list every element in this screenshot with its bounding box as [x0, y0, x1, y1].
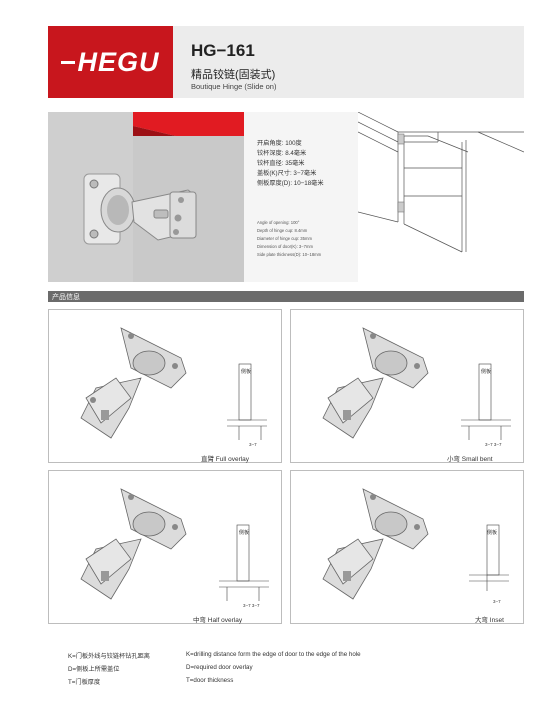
product-photo — [48, 112, 244, 282]
overlay-dimension-drawing — [469, 524, 509, 591]
panel-caption: 直臂 Full overlay — [201, 456, 250, 463]
spec-panel — [244, 112, 358, 282]
overlay-dimension-drawing — [219, 524, 269, 601]
model-number: HG−161 — [191, 41, 255, 60]
overlay-dimension-drawing — [461, 363, 511, 440]
side-panel-label: 侧板 — [241, 369, 252, 375]
section-bar — [48, 291, 524, 302]
side-panel-label: 侧板 — [487, 530, 498, 536]
dimension-label: 3−7 — [493, 599, 501, 604]
dimension-label: 3−7 3−7 — [485, 442, 502, 447]
spec-cup-depth-cn: 铰杯深度: 8.4毫米 — [257, 150, 307, 157]
dimension-label: 3−7 3−7 — [243, 603, 260, 608]
hinge-photo-illustration — [48, 112, 244, 282]
overlay-dimension-drawing — [227, 363, 267, 440]
note-t-en: T=door thickness — [186, 677, 234, 684]
product-panel-half-overlay: 侧板 3−7 3−7 中弯 Half overlay — [48, 470, 282, 624]
brand-logo: HEGU — [48, 26, 173, 98]
note-k-en: K=drilling distance form the edge of doo… — [186, 651, 361, 658]
logo-wordmark: HEGU — [77, 46, 160, 77]
spec-cup-diameter-cn: 铰杯直径: 35毫米 — [257, 160, 305, 167]
panel-caption: 小弯 Small bent — [447, 456, 493, 463]
spec-door-dimension-cn: 盖板(K)尺寸: 3−7毫米 — [257, 170, 317, 177]
spec-cup-diameter-en: Diameter of hinge cup: 35mm — [257, 236, 312, 241]
hinge-icon — [322, 488, 429, 600]
note-d-cn: D=侧板上所需盖位 — [68, 666, 120, 673]
spec-opening-angle-en: Angle of opening: 100° — [257, 220, 300, 225]
spec-opening-angle-cn: 开启角度: 100度 — [257, 140, 302, 147]
side-panel-label: 侧板 — [239, 530, 250, 536]
hinge-icon — [322, 327, 429, 439]
note-t-cn: T=门板厚度 — [68, 679, 101, 686]
panel-caption: 大弯 Inset — [475, 617, 504, 624]
product-panel-inset: 侧板 3−7 大弯 Inset — [290, 470, 524, 624]
spec-side-thickness-cn: 侧板厚度(D): 10−18毫米 — [257, 180, 324, 187]
spec-side-thickness-en: Side plate thickness(D): 10−18mm — [257, 252, 322, 257]
hinge-icon — [80, 327, 187, 439]
spec-door-dimension-en: Dimension of door(K): 3−7mm — [257, 244, 313, 249]
dimension-label: 3−7 — [249, 442, 257, 447]
product-panel-full-overlay: 侧板 3−7 直臂 Full overlay — [48, 309, 282, 463]
spec-cup-depth-en: Depth of hinge cup: 8.4mm — [257, 228, 308, 233]
product-title-cn: 精品铰链(固装式) — [191, 69, 276, 81]
product-title-en: Boutique Hinge (Slide on) — [191, 82, 277, 91]
product-panel-small-bent: 侧板 3−7 3−7 小弯 Small bent — [290, 309, 524, 463]
hinge-icon — [80, 488, 187, 600]
side-panel-label: 侧板 — [481, 369, 492, 375]
section-label: 产品信息 — [52, 294, 80, 301]
panel-caption: 中弯 Half overlay — [193, 617, 243, 624]
cabinet-line-drawing — [357, 111, 525, 253]
note-d-en: D=required door overlay — [186, 664, 253, 671]
cabinet-diagram — [357, 111, 525, 282]
logo-dash-icon — [61, 60, 76, 64]
note-k-cn: K=门板外线与铰链杯钻孔距离 — [68, 653, 150, 660]
